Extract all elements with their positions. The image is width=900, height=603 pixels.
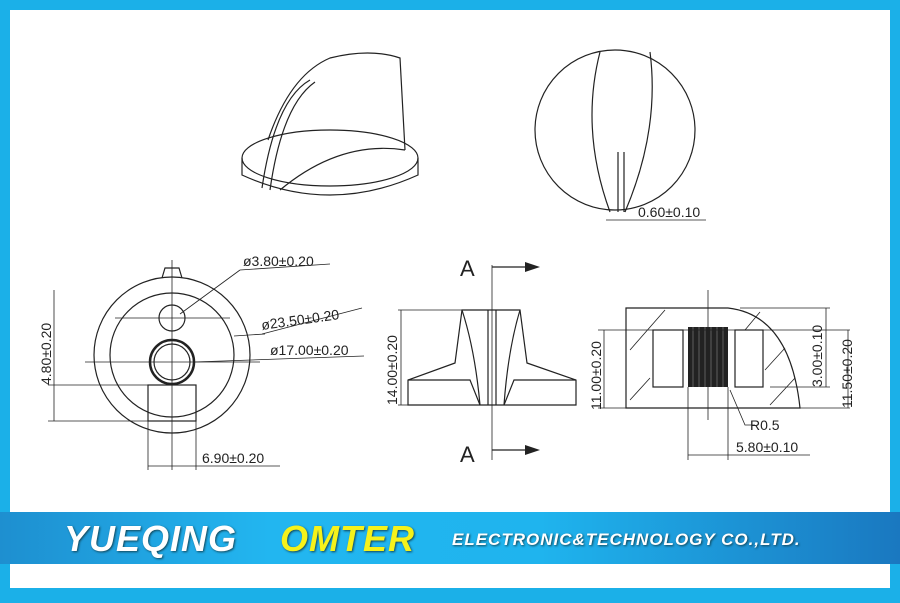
side-view: A A 14.00±0.20 xyxy=(384,256,577,467)
dim-shaft-width: 5.80±0.10 xyxy=(736,439,798,455)
section-label-bottom: A xyxy=(460,442,475,467)
banner-name-yueqing: YUEQING xyxy=(64,518,238,559)
dim-small-hole: ø3.80±0.20 xyxy=(243,253,314,269)
section-view: 11.00±0.20 3.00±0.10 11.50±0.20 R0.5 5.8… xyxy=(588,290,855,460)
top-view: 0.60±0.10 xyxy=(534,49,706,221)
dim-inner-dia: ø17.00±0.20 xyxy=(270,342,349,358)
dim-section-left-height: 11.00±0.20 xyxy=(588,341,604,410)
isometric-view xyxy=(241,52,419,196)
dim-outer-dia: ø23.50±0.20 xyxy=(260,306,340,333)
dim-total-height: 14.00±0.20 xyxy=(384,335,400,405)
dim-flat-width: 6.90±0.20 xyxy=(202,450,264,466)
dim-radius: R0.5 xyxy=(750,417,780,433)
company-banner: YUEQING OMTER ELECTRONIC&TECHNOLOGY CO.,… xyxy=(0,512,900,564)
section-label-top: A xyxy=(460,256,475,281)
dim-section-right-height: 11.50±0.20 xyxy=(839,339,855,408)
dim-shaft-depth: 3.00±0.10 xyxy=(809,325,825,387)
dim-offset-height: 4.80±0.20 xyxy=(38,323,54,385)
banner-name-omter: OMTER xyxy=(280,518,415,559)
banner-name-company: ELECTRONIC&TECHNOLOGY CO.,LTD. xyxy=(452,530,801,549)
dim-top-slot: 0.60±0.10 xyxy=(638,204,700,220)
drawing-panel xyxy=(10,10,890,588)
front-view: 4.80±0.20 6.90±0.20 ø3.80±0.20 ø23.50±0.… xyxy=(38,253,365,470)
